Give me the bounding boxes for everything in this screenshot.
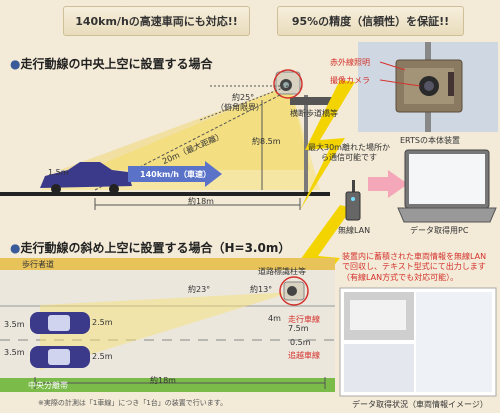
road-line-1	[0, 192, 330, 196]
camera-unit-2	[283, 281, 305, 301]
car-top-view-2	[30, 346, 90, 368]
lightning-bolt-1	[300, 80, 355, 210]
road-sign-label: 道路標識柱等	[258, 267, 306, 276]
car-top-view-1	[30, 312, 90, 334]
device-caption: ERTSの本体装置	[400, 136, 460, 145]
footnote: ※実際の計測は「1車線」につき「1台」の装置で行います。	[38, 399, 228, 407]
erts-device-photo	[358, 42, 498, 132]
camera-beam-1	[40, 85, 320, 190]
angle23-label: 約23°	[188, 285, 211, 294]
sidewalk-band	[0, 258, 335, 270]
infrared-pointer	[379, 61, 406, 71]
camera-beam-2	[40, 292, 292, 370]
pc-label: データ取得用PC	[410, 226, 469, 235]
section2-title: ●走行動線の斜め上空に設置する場合（H=3.0m）	[10, 239, 290, 256]
data-screenshot	[339, 287, 497, 397]
height-label: 約8.5m	[252, 137, 281, 146]
angle13-label: 約13°	[250, 285, 273, 294]
camera-highlight-1	[273, 69, 303, 99]
pc-laptop	[397, 149, 497, 223]
length-label-2: 約18m	[150, 376, 176, 385]
banner-left: 140km/hの高速車両にも対応!!	[63, 6, 250, 36]
bullet-icon-2: ●	[10, 241, 21, 255]
section2-title-text: 走行動線の斜め上空に設置する場合（H=3.0m）	[20, 241, 291, 255]
lane-width-1: 3.5m	[4, 320, 25, 329]
bridge-pole	[304, 95, 308, 192]
median-label: 中央分離帯	[28, 381, 68, 390]
camera-beam-1-inner	[60, 85, 310, 170]
info-text: 装置内に蓄積された車両情報を無線LANで回収し、テキスト型式にて出力します（有線…	[342, 252, 487, 282]
offset-1: 2.5m	[92, 318, 113, 327]
pedestrian-bridge	[290, 97, 332, 105]
section1-title: ●走行動線の中央上空に設置する場合	[10, 55, 213, 72]
passing-lane-label: 追越車線	[288, 351, 320, 360]
offset-2: 2.5m	[92, 352, 113, 361]
length-label-1: 約18m	[188, 197, 214, 206]
speed-label: 140km/h（車速）	[140, 170, 211, 179]
camera-highlight-2	[279, 276, 309, 306]
wireless-lan-label: 無線LAN	[338, 226, 371, 235]
banner-right: 95%の精度（信頼性）を保証!!	[277, 6, 464, 36]
camera-unit-1	[275, 71, 301, 95]
dist-05-label: 0.5m	[290, 338, 311, 347]
bullet-icon: ●	[10, 57, 21, 71]
pole-height-label: 4m	[268, 314, 281, 323]
running-lane-label: 走行車線	[288, 315, 320, 324]
comm-range-label: 最大30m離れた場所から通信可能です	[308, 143, 390, 162]
speed-arrow	[128, 161, 222, 187]
transfer-arrow	[368, 170, 408, 198]
car-height-label: 1.5m	[48, 168, 69, 177]
screenshot-caption: データ取得状況（車両情報イメージ）	[352, 400, 488, 409]
camera-label: 撮像カメラ	[330, 76, 370, 85]
lane-width-2: 3.5m	[4, 348, 25, 357]
angle-label: 約25°	[232, 93, 255, 102]
section1-title-text: 走行動線の中央上空に設置する場合	[20, 57, 213, 71]
infrared-label: 赤外線照明	[330, 58, 370, 67]
car-side-view	[40, 162, 132, 194]
median-strip	[0, 378, 335, 392]
sidewalk-label: 歩行者道	[22, 260, 54, 269]
angle-note: （俯角限界）	[216, 103, 264, 112]
wireless-lan-unit	[345, 180, 361, 221]
dist-75-label: 7.5m	[288, 324, 309, 333]
camera-pointer	[379, 79, 421, 87]
bridge-label: 横断歩道橋等	[290, 109, 338, 118]
